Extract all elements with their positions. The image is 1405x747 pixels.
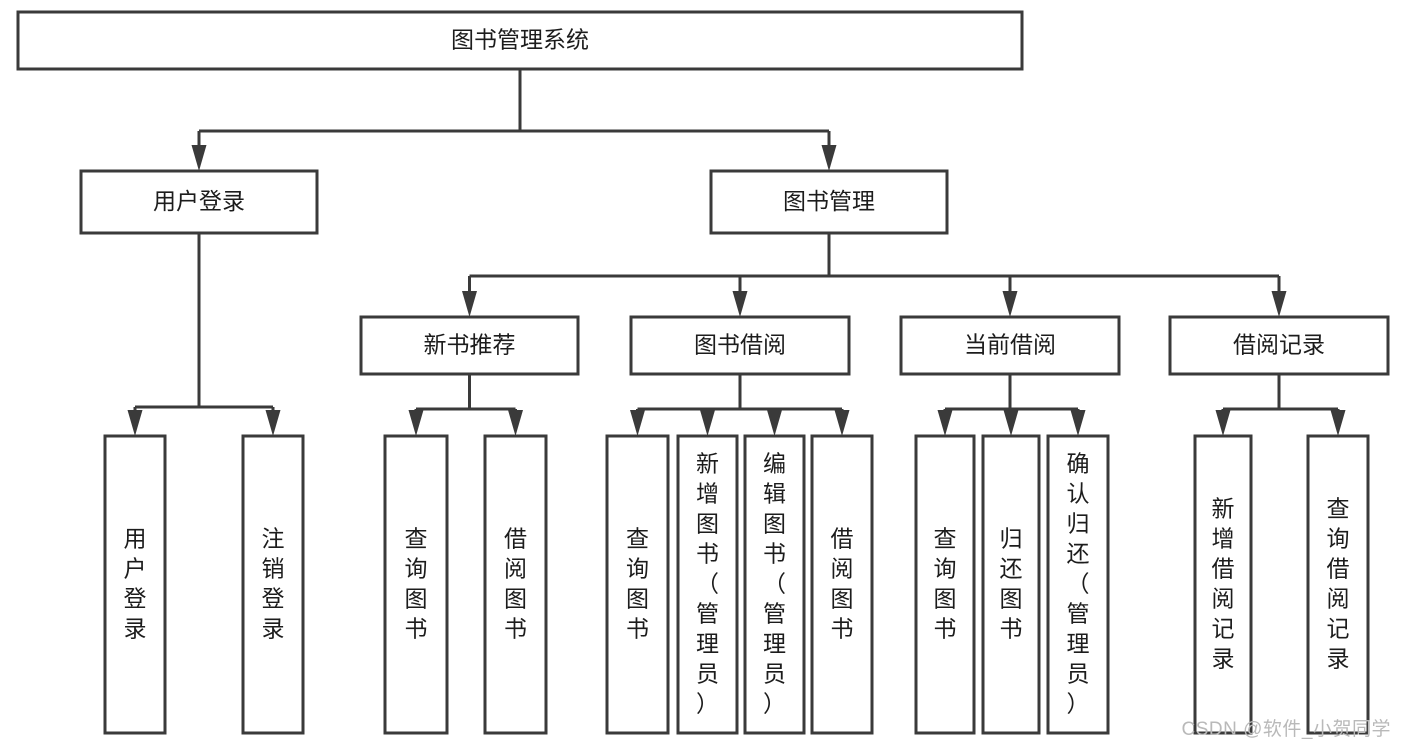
node-leaf-logout[interactable]: 注销登录 <box>241 434 305 735</box>
node-box-borrow-record[interactable] <box>1168 315 1390 376</box>
node-leaf-query-book-cur[interactable]: 查询图书 <box>914 434 976 735</box>
node-box-new-book-recommend[interactable] <box>359 315 580 376</box>
node-box-book-manage[interactable] <box>709 169 949 235</box>
node-label-current-borrow: 当前借阅 <box>964 332 1056 358</box>
arrow-head-leaf-user-login <box>127 410 143 436</box>
node-label-new-book-recommend: 新书推荐 <box>424 332 516 358</box>
connector-layer <box>127 69 1346 436</box>
arrow-head-leaf-query-book-borrow <box>630 410 645 436</box>
node-leaf-query-book-rec[interactable]: 查询图书 <box>383 434 449 735</box>
arrow-head-leaf-logout <box>265 410 281 436</box>
node-box-leaf-user-login[interactable] <box>103 434 167 735</box>
node-book-borrow[interactable]: 图书借阅 <box>629 315 851 376</box>
arrow-head-user-login <box>191 145 207 171</box>
node-borrow-record[interactable]: 借阅记录 <box>1168 315 1390 376</box>
node-label-borrow-record: 借阅记录 <box>1233 332 1325 358</box>
node-label-user-login: 用户登录 <box>153 188 245 214</box>
arrow-head-leaf-borrow-book-rec <box>508 410 523 436</box>
node-label-leaf-borrow-book-rec: 借阅图书 <box>504 526 527 642</box>
node-label-leaf-add-record: 新增借阅记录 <box>1212 496 1235 672</box>
node-label-leaf-add-book: 新增图书（管理员） <box>696 451 719 717</box>
arrow-head-leaf-confirm-return <box>1070 410 1086 436</box>
node-label-root: 图书管理系统 <box>451 27 589 53</box>
node-leaf-return-book[interactable]: 归还图书 <box>981 434 1041 735</box>
node-leaf-query-book-borrow[interactable]: 查询图书 <box>605 434 670 735</box>
node-leaf-add-book[interactable]: 新增图书（管理员） <box>676 434 739 735</box>
watermark-text: CSDN @软件_小贺同学 <box>1181 719 1391 740</box>
node-box-leaf-query-book-borrow[interactable] <box>605 434 670 735</box>
node-leaf-add-record[interactable]: 新增借阅记录 <box>1193 434 1253 735</box>
arrow-head-leaf-add-record <box>1215 410 1231 436</box>
node-label-leaf-return-book: 归还图书 <box>1000 526 1023 642</box>
arrow-head-leaf-query-record <box>1330 410 1346 436</box>
node-leaf-user-login[interactable]: 用户登录 <box>103 434 167 735</box>
node-root[interactable]: 图书管理系统 <box>16 10 1024 71</box>
node-label-book-borrow: 图书借阅 <box>694 332 786 358</box>
node-box-root[interactable] <box>16 10 1024 71</box>
node-leaf-query-record[interactable]: 查询借阅记录 <box>1306 434 1370 735</box>
arrow-head-leaf-edit-book <box>767 410 782 436</box>
arrow-head-book-manage <box>821 145 837 171</box>
node-box-leaf-logout[interactable] <box>241 434 305 735</box>
arrow-head-leaf-add-book <box>700 410 715 436</box>
node-box-leaf-query-record[interactable] <box>1306 434 1370 735</box>
node-book-manage[interactable]: 图书管理 <box>709 169 949 235</box>
node-box-leaf-return-book[interactable] <box>981 434 1041 735</box>
node-user-login[interactable]: 用户登录 <box>79 169 319 235</box>
node-box-leaf-query-book-rec[interactable] <box>383 434 449 735</box>
arrow-head-leaf-query-book-rec <box>408 410 424 436</box>
node-label-book-manage: 图书管理 <box>783 188 875 214</box>
arrow-head-leaf-return-book <box>1003 410 1019 436</box>
arrow-head-book-borrow <box>732 291 748 317</box>
node-label-leaf-edit-book: 编辑图书（管理员） <box>763 451 786 717</box>
node-layer: 图书管理系统用户登录图书管理新书推荐图书借阅当前借阅借阅记录用户登录注销登录查询… <box>16 10 1390 735</box>
node-label-leaf-query-book-cur: 查询图书 <box>934 526 957 642</box>
arrow-head-leaf-query-book-cur <box>937 410 953 436</box>
node-label-leaf-query-book-rec: 查询图书 <box>405 526 428 642</box>
node-leaf-borrow-book[interactable]: 借阅图书 <box>810 434 874 735</box>
node-box-current-borrow[interactable] <box>899 315 1121 376</box>
node-box-leaf-borrow-book[interactable] <box>810 434 874 735</box>
node-label-leaf-logout: 注销登录 <box>262 526 285 642</box>
arrow-head-borrow-record <box>1271 291 1287 317</box>
arrow-head-new-book-recommend <box>462 291 477 317</box>
node-new-book-recommend[interactable]: 新书推荐 <box>359 315 580 376</box>
node-box-user-login[interactable] <box>79 169 319 235</box>
node-leaf-borrow-book-rec[interactable]: 借阅图书 <box>483 434 548 735</box>
node-box-leaf-borrow-book-rec[interactable] <box>483 434 548 735</box>
node-box-leaf-add-record[interactable] <box>1193 434 1253 735</box>
node-label-leaf-query-book-borrow: 查询图书 <box>626 526 649 642</box>
node-label-leaf-query-record: 查询借阅记录 <box>1327 496 1350 672</box>
arrow-head-leaf-borrow-book <box>834 410 850 436</box>
node-box-book-borrow[interactable] <box>629 315 851 376</box>
arrow-head-current-borrow <box>1002 291 1018 317</box>
node-current-borrow[interactable]: 当前借阅 <box>899 315 1121 376</box>
node-label-leaf-borrow-book: 借阅图书 <box>831 526 854 642</box>
node-leaf-edit-book[interactable]: 编辑图书（管理员） <box>743 434 806 735</box>
node-box-leaf-add-book[interactable] <box>676 434 739 735</box>
node-leaf-confirm-return[interactable]: 确认归还（管理员） <box>1046 434 1110 735</box>
node-label-leaf-user-login: 用户登录 <box>124 526 147 642</box>
node-label-leaf-confirm-return: 确认归还（管理员） <box>1067 451 1090 717</box>
node-box-leaf-edit-book[interactable] <box>743 434 806 735</box>
node-box-leaf-confirm-return[interactable] <box>1046 434 1110 735</box>
node-box-leaf-query-book-cur[interactable] <box>914 434 976 735</box>
